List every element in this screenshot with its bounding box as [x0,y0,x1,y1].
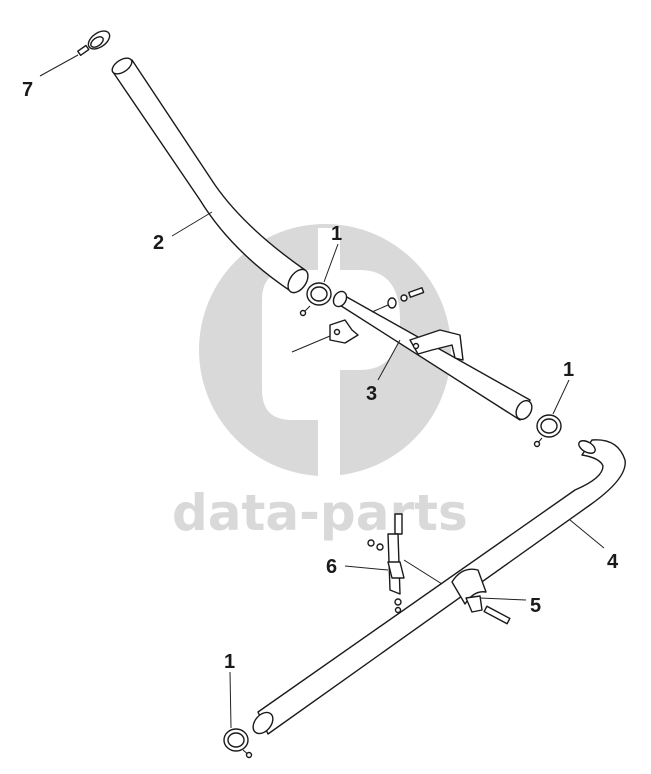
leader-2 [171,211,213,237]
leader-3 [377,339,401,381]
callout-5: 6 [326,556,337,578]
callout-1-upper: 1 [331,223,342,245]
leader-4 [569,519,605,549]
callout-1-middle: 1 [563,359,574,381]
leader-1a [323,243,339,283]
leader-6 [479,597,527,601]
leader-7 [39,54,79,77]
part-7-clip [39,30,111,77]
callout-1-lower: 1 [224,651,235,673]
watermark-text: data-parts [172,484,468,542]
part-4-long-tube [252,439,626,735]
part-2-bent-tube [111,57,309,294]
leader-5 [344,565,389,571]
part-6-saddle-clamp [451,568,527,625]
callout-6: 5 [530,595,541,617]
callout-4: 4 [607,551,619,573]
leader-1b [552,379,570,415]
callout-7: 7 [22,79,33,101]
leader-1c [229,671,232,729]
part-1-clamp-upper [299,243,339,317]
callout-3: 3 [366,383,377,405]
callout-2: 2 [153,232,164,254]
part-5-bracket [344,513,443,614]
part-3-straight-tube [291,287,533,421]
part-1-clamp-middle [533,379,570,448]
part-1-clamp-lower [223,671,253,759]
